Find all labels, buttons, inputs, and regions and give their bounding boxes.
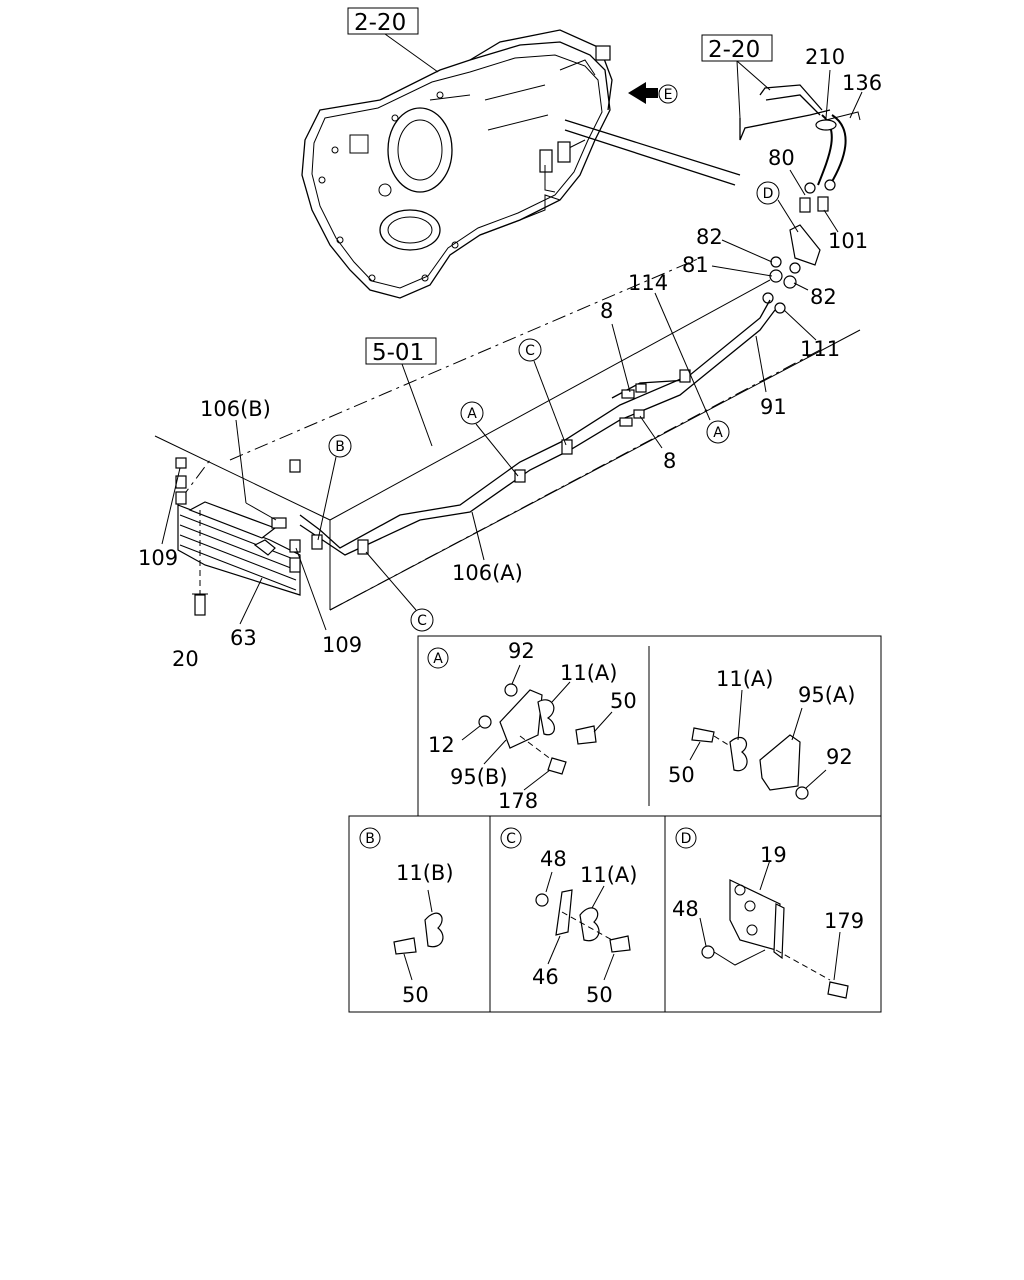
- svg-text:48: 48: [672, 897, 699, 921]
- svg-text:11(B): 11(B): [396, 861, 454, 885]
- oil-cooler-tubes: [299, 299, 776, 556]
- svg-text:92: 92: [826, 745, 853, 769]
- detail-c-tag: C: [506, 831, 516, 847]
- transmission-housing: [301, 29, 613, 299]
- label-81: 81: [682, 253, 709, 277]
- main-view-labels: 210 136 80 101 D 82 81 82 111 114 A 91 8…: [138, 45, 882, 671]
- label-80: 80: [768, 146, 795, 170]
- svg-text:178: 178: [498, 789, 538, 813]
- callout-a-main-1: A: [713, 425, 723, 441]
- ref-box-2-20-a: 2-20: [347, 7, 439, 73]
- ref-box-2-20-b: 2-20: [701, 34, 773, 119]
- label-8-b: 8: [663, 449, 676, 473]
- label-106a: 106(A): [452, 561, 523, 585]
- label-136: 136: [842, 71, 882, 95]
- svg-text:48: 48: [540, 847, 567, 871]
- svg-text:5-01: 5-01: [372, 340, 424, 366]
- detail-a-tag: A: [433, 651, 443, 667]
- callout-d: D: [763, 186, 774, 202]
- detail-frame-c: C 48 11(A) 46 50: [489, 815, 666, 1013]
- callout-c-main-2: C: [417, 613, 427, 629]
- svg-text:50: 50: [668, 763, 695, 787]
- svg-text:12: 12: [428, 733, 455, 757]
- label-63: 63: [230, 626, 257, 650]
- label-114: 114: [628, 271, 668, 295]
- svg-text:92: 92: [508, 639, 535, 663]
- view-arrow-e: E: [628, 82, 678, 104]
- label-8-a: 8: [600, 299, 613, 323]
- svg-text:50: 50: [402, 983, 429, 1007]
- svg-text:179: 179: [824, 909, 864, 933]
- svg-text:50: 50: [610, 689, 637, 713]
- detail-d-tag: D: [681, 831, 692, 847]
- label-101: 101: [828, 229, 868, 253]
- svg-text:95(B): 95(B): [450, 765, 508, 789]
- ref-box-5-01: 5-01: [365, 337, 437, 447]
- svg-text:2-20: 2-20: [354, 10, 406, 36]
- label-82-a: 82: [696, 225, 723, 249]
- label-109-a: 109: [138, 546, 178, 570]
- callout-a-main-2: A: [467, 406, 477, 422]
- label-20: 20: [172, 647, 199, 671]
- oil-cooler-63: [175, 457, 301, 616]
- label-210: 210: [805, 45, 845, 69]
- svg-text:2-20: 2-20: [708, 37, 760, 63]
- detail-frame-a: A 92 11(A) 50 12 95(B) 178 11(A) 95(A) 5…: [417, 635, 882, 817]
- svg-text:95(A): 95(A): [798, 683, 855, 707]
- label-109-b: 109: [322, 633, 362, 657]
- svg-text:11(A): 11(A): [560, 661, 617, 685]
- label-91: 91: [760, 395, 787, 419]
- label-111: 111: [800, 337, 840, 361]
- svg-text:19: 19: [760, 843, 787, 867]
- label-82-b: 82: [810, 285, 837, 309]
- label-106b: 106(B): [200, 397, 271, 421]
- detail-frame-b: B 11(B) 50: [348, 815, 491, 1013]
- chassis-frame: [154, 257, 861, 611]
- svg-text:50: 50: [586, 983, 613, 1007]
- svg-text:46: 46: [532, 965, 559, 989]
- svg-text:11(A): 11(A): [580, 863, 637, 887]
- detail-frame-d: D 19 48 179: [664, 815, 882, 1013]
- detail-b-tag: B: [365, 831, 375, 847]
- hose-lines-upper: [564, 84, 861, 213]
- callout-c-main-1: C: [525, 343, 535, 359]
- callout-b-main: B: [335, 439, 345, 455]
- svg-text:11(A): 11(A): [716, 667, 773, 691]
- view-marker-label: E: [664, 87, 673, 103]
